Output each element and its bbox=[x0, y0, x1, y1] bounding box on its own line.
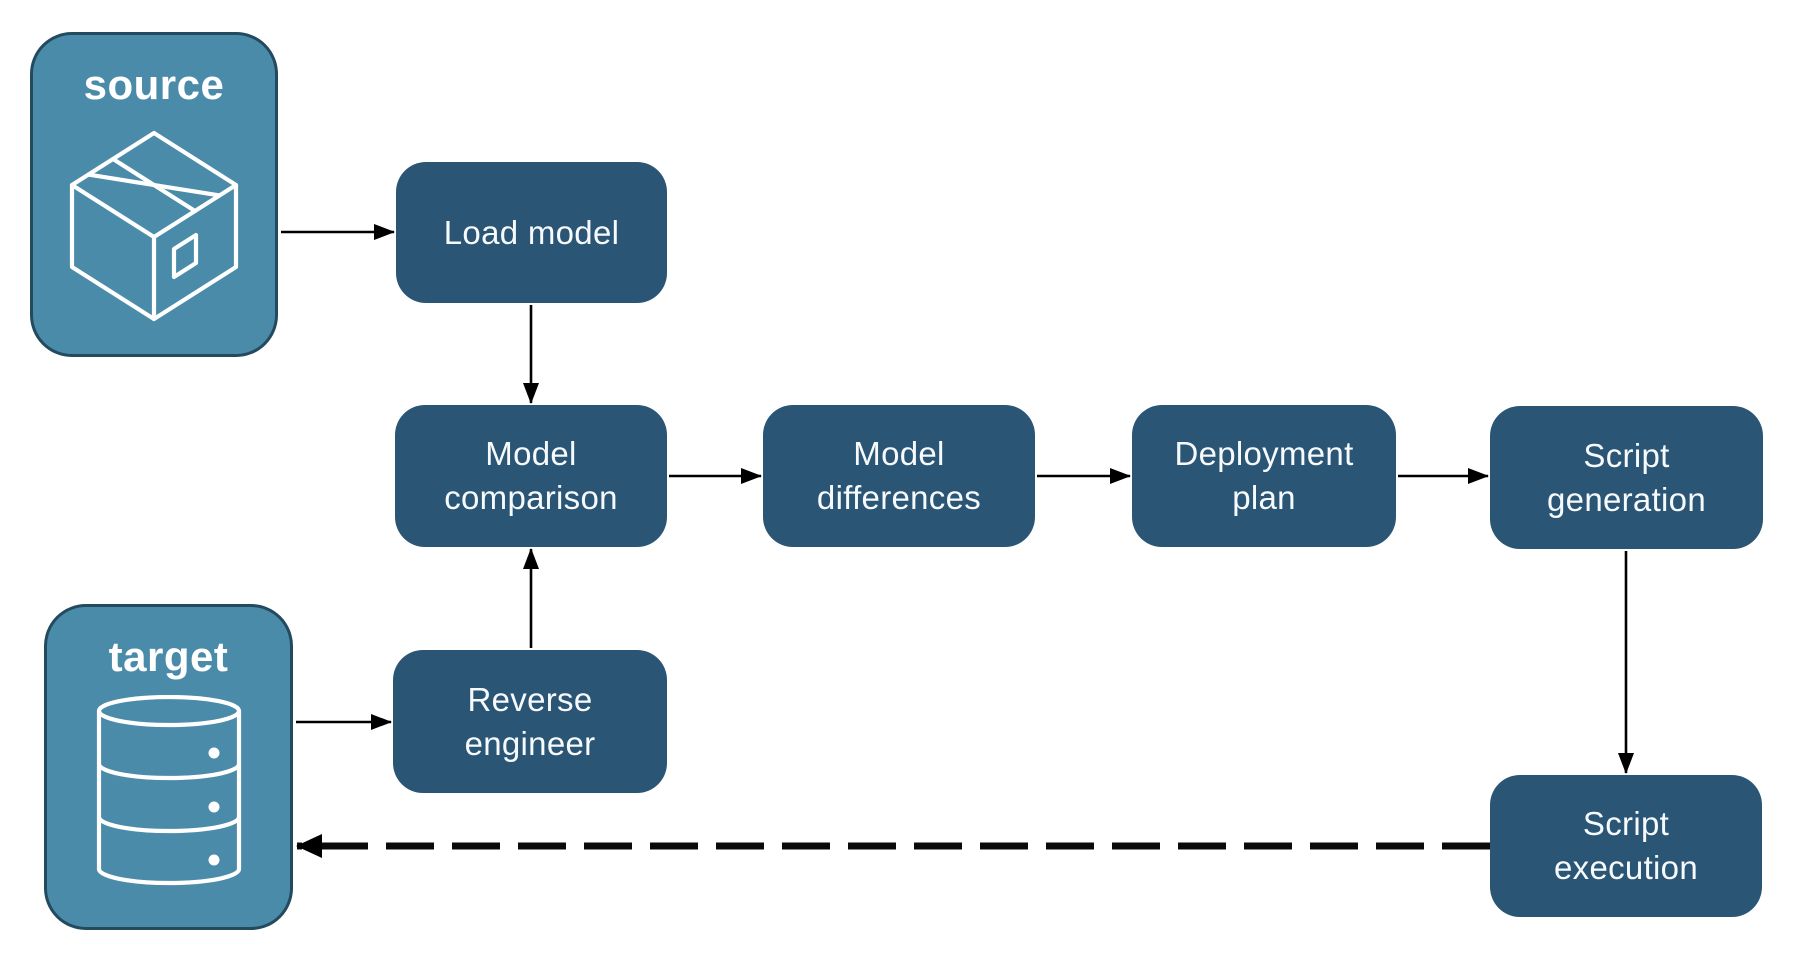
node-model-differences-label: Model differences bbox=[816, 435, 982, 516]
terminal-target: target bbox=[44, 604, 293, 930]
node-script-execution-label: Script execution bbox=[1554, 805, 1698, 886]
node-script-generation-label: Script generation bbox=[1547, 436, 1706, 518]
node-script-execution: Script execution bbox=[1490, 775, 1762, 917]
node-model-comparison-label: Model comparison bbox=[444, 435, 618, 516]
terminal-target-label: target bbox=[108, 633, 229, 680]
database-icon bbox=[96, 695, 241, 886]
node-load-model: Load model bbox=[396, 162, 667, 303]
package-box-icon bbox=[69, 130, 239, 322]
node-model-comparison: Model comparison bbox=[395, 405, 667, 547]
node-script-generation: Script generation bbox=[1490, 406, 1763, 549]
node-model-differences: Model differences bbox=[763, 405, 1035, 547]
terminal-source-label: source bbox=[83, 61, 225, 108]
node-load-model-label: Load model bbox=[443, 213, 620, 251]
node-reverse-engineer-label: Reverse engineer bbox=[464, 680, 596, 762]
node-deployment-plan-label: Deployment plan bbox=[1174, 435, 1354, 516]
node-reverse-engineer: Reverse engineer bbox=[393, 650, 667, 793]
terminal-source: source bbox=[30, 32, 278, 357]
node-deployment-plan: Deployment plan bbox=[1132, 405, 1396, 547]
